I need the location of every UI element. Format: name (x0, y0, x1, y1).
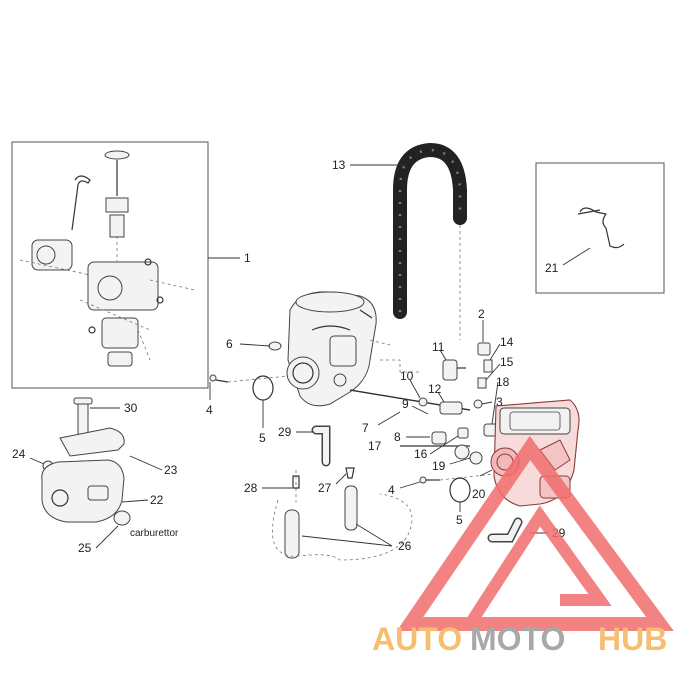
part-6 (268, 341, 282, 351)
callout-21: 21 (545, 261, 559, 275)
inset-assembly-frame (11, 141, 209, 389)
callout-29-left: 29 (278, 425, 292, 439)
callout-9: 9 (402, 397, 409, 411)
callout-24: 24 (12, 447, 26, 461)
watermark-auto: AUTO (372, 621, 462, 657)
callout-26: 26 (398, 539, 412, 553)
part-23 (59, 427, 125, 457)
part-11 (442, 359, 458, 381)
carburettor-label: carburettor (130, 528, 179, 539)
part-2 (477, 342, 491, 356)
part-12 (439, 401, 463, 415)
part-15 (477, 377, 487, 389)
callout-14: 14 (500, 335, 514, 349)
float-bowl-assembly (41, 397, 131, 526)
callout-5-left: 5 (259, 431, 266, 445)
callout-15: 15 (500, 355, 514, 369)
part-26-b (344, 485, 358, 531)
part-8 (431, 431, 447, 445)
callout-6: 6 (226, 337, 233, 351)
callout-28: 28 (244, 481, 258, 495)
callout-30: 30 (124, 401, 138, 415)
callout-20: 20 (472, 487, 486, 501)
part-19-b (469, 451, 483, 465)
part-3 (473, 399, 483, 409)
callout-18: 18 (496, 375, 510, 389)
part-30 (77, 401, 89, 437)
part-19-a (454, 444, 470, 460)
callout-23: 23 (164, 463, 178, 477)
part-4-right (419, 476, 427, 484)
part-5-right (449, 477, 471, 503)
part-22 (41, 459, 125, 523)
watermark-hub: HUB (598, 621, 667, 657)
part-14 (483, 359, 493, 373)
callout-5-right: 5 (456, 513, 463, 527)
watermark-logo: AUTO MOTO HUB (372, 435, 674, 657)
carburettor-body-left (286, 291, 471, 411)
hose-13 (393, 142, 467, 319)
watermark-moto: MOTO (470, 621, 565, 657)
callout-4-right: 4 (388, 483, 395, 497)
leader-21 (562, 247, 591, 266)
callout-12: 12 (428, 382, 442, 396)
part-26-a (284, 509, 300, 559)
part-16 (457, 427, 469, 439)
callout-2: 2 (478, 307, 485, 321)
part-25 (113, 510, 131, 526)
inset-clip-frame (535, 162, 665, 294)
callout-4-left: 4 (206, 403, 213, 417)
callout-25: 25 (78, 541, 92, 555)
leader-7 (377, 411, 401, 426)
part-4-left (209, 374, 217, 382)
callout-3: 3 (496, 395, 503, 409)
callout-7: 7 (362, 421, 369, 435)
callout-8: 8 (394, 430, 401, 444)
part-27 (345, 467, 355, 479)
callout-17: 17 (368, 439, 382, 453)
leader-6 (239, 343, 271, 347)
callout-13: 13 (332, 158, 346, 172)
callout-10: 10 (400, 369, 414, 383)
part-5-left (252, 375, 274, 401)
callout-27: 27 (318, 481, 332, 495)
callout-19: 19 (432, 459, 446, 473)
part-28 (292, 475, 300, 489)
callout-11: 11 (432, 340, 445, 354)
callout-1: 1 (244, 251, 251, 265)
callout-16: 16 (414, 447, 428, 461)
callout-22: 22 (150, 493, 164, 507)
part-10 (418, 397, 428, 407)
